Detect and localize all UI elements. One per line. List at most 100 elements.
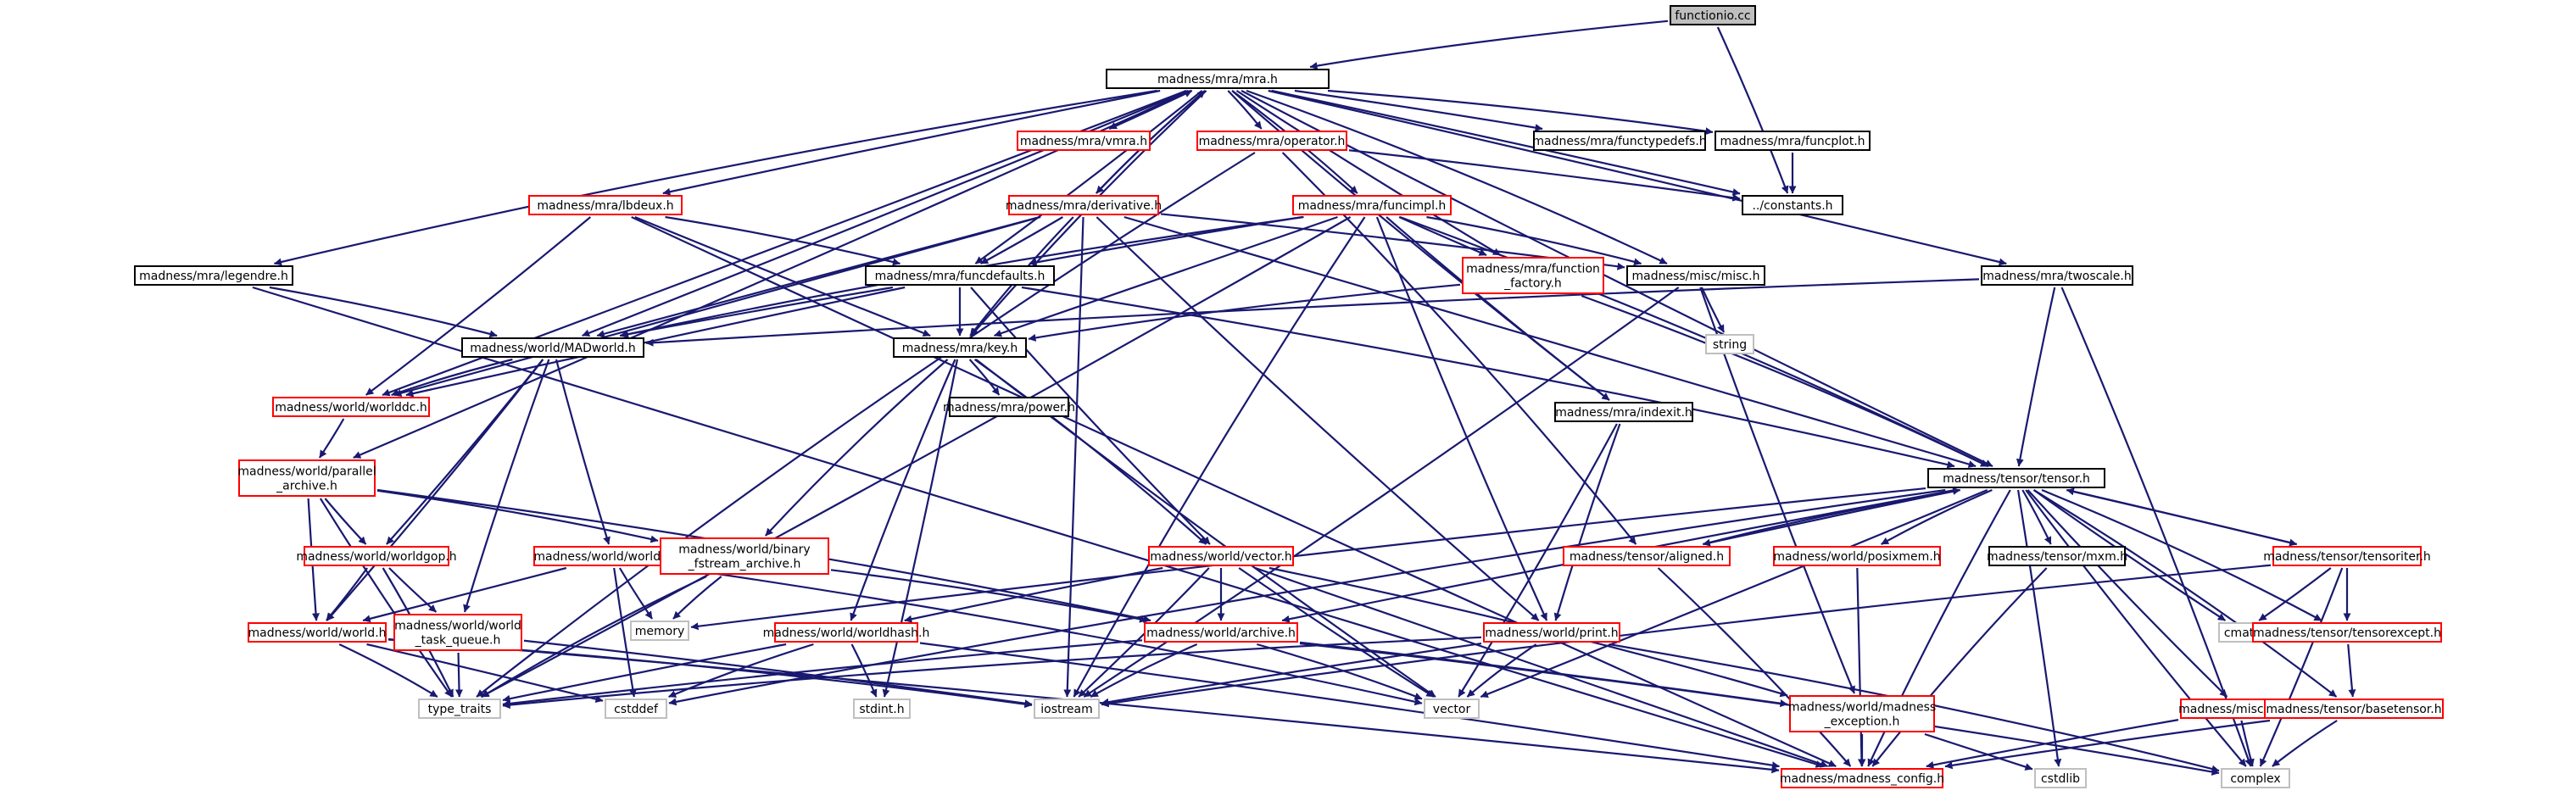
edge-functionio-to-mra: [1309, 19, 1669, 70]
node-box: [774, 622, 918, 643]
node-iostream[interactable]: iostream: [1034, 699, 1100, 719]
edge-derivative-to-worlddc: [393, 215, 1041, 398]
edge-tensoriter-to-complex: [2259, 567, 2344, 767]
node-string[interactable]: string: [1705, 334, 1754, 354]
edge-funcimpl-to-key: [994, 215, 1338, 337]
edge-derivative-to-funcdefaults: [980, 216, 1063, 264]
node-world-task-queue[interactable]: madness/world/world_task_queue.h: [393, 614, 522, 651]
node-mra[interactable]: madness/mra/mra.h: [1106, 69, 1330, 89]
node-box: [2034, 768, 2087, 788]
node-madness-exception[interactable]: madness/world/madness_exception.h: [1788, 695, 1936, 732]
node-box: [1773, 546, 1941, 566]
node-misc[interactable]: madness/misc/misc.h: [1626, 265, 1765, 286]
node-box: [1554, 402, 1693, 422]
node-posixmem[interactable]: madness/world/posixmem.h: [1773, 546, 1941, 566]
edge-lbdeux-to-funcdefaults: [665, 215, 900, 266]
edge-funcdefaults-to-madworld: [619, 286, 894, 338]
node-power[interactable]: madness/mra/power.h: [943, 397, 1075, 417]
node-cstdlib[interactable]: cstdlib: [2034, 768, 2087, 788]
node-cstddef[interactable]: cstddef: [605, 699, 667, 719]
node-functionio[interactable]: functionio.cc: [1670, 5, 1756, 25]
edge-basetensor-to-madness_config: [1944, 719, 2271, 770]
node-box: [1292, 195, 1452, 215]
edge-archive-to-complex: [1299, 643, 2220, 776]
node-type-traits[interactable]: type_traits: [418, 699, 501, 719]
node-legendre[interactable]: madness/mra/legendre.h: [134, 265, 293, 286]
node-indexit[interactable]: madness/mra/indexit.h: [1554, 402, 1693, 422]
node-function-factory[interactable]: madness/mra/function_factory.h: [1462, 257, 1604, 294]
edge-mra-to-operator: [1227, 90, 1263, 130]
edge-lbdeux-to-madness_config: [631, 216, 1837, 768]
edge-worldhash-to-madness_config: [919, 642, 1780, 770]
node-label: vector: [1433, 703, 1471, 716]
node-worldgop[interactable]: madness/world/worldgop.h: [296, 546, 457, 566]
edge-worldam-to-vector_std: [677, 566, 1423, 706]
node-vector[interactable]: madness/world/vector.h: [1148, 546, 1294, 566]
node-box: [1563, 546, 1731, 566]
node-complex[interactable]: complex: [2221, 768, 2290, 788]
edge-ran-to-madness_config: [1926, 719, 2179, 769]
edge-print-to-iostream: [1101, 642, 1482, 706]
node-label: madness/world/worlddc.h: [275, 401, 427, 415]
node-worlddc[interactable]: madness/world/worlddc.h: [272, 397, 430, 417]
edge-binary_fstream-to-memory: [672, 576, 722, 620]
edge-vector-to-worldhash: [904, 566, 1163, 623]
edge-mra-to-twoscale: [1268, 89, 2007, 266]
node-tensor[interactable]: madness/tensor/tensor.h: [1927, 468, 2105, 488]
node-stdint[interactable]: stdint.h: [853, 699, 911, 719]
edge-print-to-type_traits: [502, 636, 1482, 710]
node-world[interactable]: madness/world/world.h: [248, 622, 387, 643]
node-label: madness/world/parallel: [237, 465, 376, 479]
edge-binary_fstream-to-type_traits: [481, 576, 707, 698]
node-tensorexcept[interactable]: madness/tensor/tensorexcept.h: [2252, 622, 2442, 643]
node-vector-std[interactable]: vector: [1424, 699, 1480, 719]
edge-key-to-binary_fstream: [764, 359, 949, 537]
node-label: madness/mra/lbdeux.h: [537, 199, 673, 213]
node-label: madness/tensor/aligned.h: [1570, 550, 1724, 564]
node-parallel-archive[interactable]: madness/world/parallel_archive.h: [237, 459, 376, 497]
edge-worldgop-to-world_task_queue: [388, 567, 438, 613]
node-box: [1789, 695, 1935, 732]
edge-parallel_archive-to-binary_fstream: [376, 489, 659, 543]
node-basetensor[interactable]: madness/tensor/basetensor.h: [2264, 699, 2444, 719]
node-aligned[interactable]: madness/tensor/aligned.h: [1563, 546, 1731, 566]
edge-tensor-to-posixmem: [1881, 488, 1993, 545]
node-memory[interactable]: memory: [630, 621, 689, 641]
edge-vector-to-madness_config: [1255, 566, 1829, 768]
node-funcplot[interactable]: madness/mra/funcplot.h: [1715, 131, 1871, 151]
node-mxm[interactable]: madness/tensor/mxm.h: [1987, 546, 2127, 566]
node-tensoriter[interactable]: madness/tensor/tensoriter.h: [2263, 546, 2431, 566]
node-label: madness/mra/vmra.h: [1020, 135, 1147, 148]
node-operator[interactable]: madness/mra/operator.h: [1196, 131, 1347, 151]
edge-funcimpl-to-misc: [1426, 215, 1642, 266]
node-binary-fstream[interactable]: madness/world/binary_fstream_archive.h: [660, 537, 829, 575]
node-funcimpl[interactable]: madness/mra/funcimpl.h: [1292, 195, 1452, 215]
edge-tensoriter-to-iostream: [1101, 564, 2272, 708]
node-label: madness/mra/twoscale.h: [1982, 270, 2132, 283]
node-lbdeux[interactable]: madness/mra/lbdeux.h: [528, 195, 683, 215]
node-label: _task_queue.h: [415, 634, 501, 648]
node-functypedefs[interactable]: madness/mra/functypedefs.h: [1532, 131, 1707, 151]
node-vmra[interactable]: madness/mra/vmra.h: [1017, 131, 1151, 151]
node-label: madness/mra/power.h: [943, 401, 1075, 415]
node-label: madness/mra/funcimpl.h: [1298, 199, 1447, 213]
node-funcdefaults[interactable]: madness/mra/funcdefaults.h: [865, 265, 1055, 286]
edge-aligned-to-madness_config: [1657, 567, 1852, 767]
edge-tensor-to-complex: [2025, 489, 2247, 767]
node-box: [1670, 5, 1756, 25]
node-key[interactable]: madness/mra/key.h: [893, 337, 1027, 358]
node-archive[interactable]: madness/world/archive.h: [1144, 622, 1298, 643]
edge-world-to-cstddef: [366, 643, 604, 704]
node-derivative[interactable]: madness/mra/derivative.h: [1006, 195, 1162, 215]
node-constants[interactable]: ../constants.h: [1742, 195, 1843, 215]
node-print[interactable]: madness/world/print.h: [1483, 622, 1620, 643]
node-twoscale[interactable]: madness/mra/twoscale.h: [1981, 265, 2133, 286]
edge-funcimpl-to-print: [1375, 216, 1548, 621]
node-label: madness/world/worldam.h: [533, 550, 690, 564]
edge-ran-to-complex: [2240, 720, 2255, 767]
node-box: [134, 265, 293, 286]
node-worldhash[interactable]: madness/world/worldhash.h: [763, 622, 930, 643]
edge-lbdeux-to-worlddc: [365, 216, 592, 396]
node-madness-config[interactable]: madness/madness_config.h: [1780, 768, 1944, 788]
node-madworld[interactable]: madness/world/MADworld.h: [461, 337, 644, 358]
